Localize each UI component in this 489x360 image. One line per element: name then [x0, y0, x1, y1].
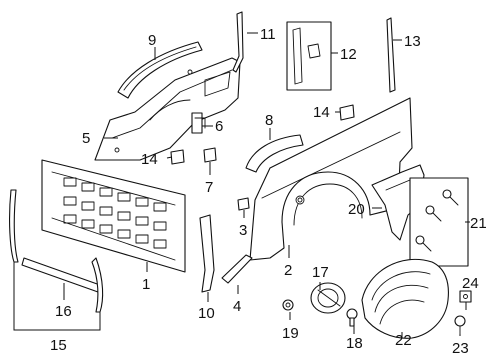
callout-9: 9: [148, 32, 156, 49]
callout-2: 2: [284, 262, 292, 279]
part-15-seal-right: [91, 257, 104, 313]
callout-16: 16: [55, 303, 72, 320]
part-4-strip: [221, 254, 253, 284]
part-12-box: [286, 21, 332, 91]
part-21-bolt-c: [415, 235, 432, 252]
part-10-pillar: [199, 214, 215, 293]
part-14-patch-right: [339, 104, 355, 121]
part-17-fuel-door: [310, 282, 346, 314]
part-1-front-panel: [41, 159, 186, 273]
part-16-sill: [21, 257, 101, 293]
part-18-bolt: [346, 308, 358, 327]
callout-18: 18: [346, 335, 363, 352]
callout-6: 6: [215, 118, 223, 135]
callout-14-right: 14: [313, 104, 330, 121]
front-panel-ribs: [63, 177, 167, 249]
part-6-bracket: [191, 112, 206, 134]
part-9-rail: [117, 41, 203, 99]
part-22-liner: [361, 258, 449, 339]
callout-21: 21: [470, 215, 487, 232]
part-5-inner-panel: [94, 57, 241, 161]
part-11-pillar: [232, 11, 244, 73]
callout-19: 19: [282, 325, 299, 342]
leader-lines: [13, 32, 470, 338]
callout-13: 13: [404, 33, 421, 50]
callout-24: 24: [462, 275, 479, 292]
callout-10: 10: [198, 305, 215, 322]
callout-17: 17: [312, 264, 329, 281]
callout-22: 22: [395, 332, 412, 349]
part-13-strip: [386, 17, 396, 93]
callout-1: 1: [142, 276, 150, 293]
callout-8: 8: [265, 112, 273, 129]
callout-3: 3: [239, 222, 247, 239]
part-23-pin: [454, 315, 466, 335]
part-21-bolt-b: [425, 205, 442, 222]
part-14-patch-left: [170, 149, 185, 165]
callout-4: 4: [233, 298, 241, 315]
callout-11: 11: [260, 26, 276, 43]
callout-20: 20: [348, 201, 365, 218]
callout-23: 23: [452, 340, 469, 357]
part-24-clip: [459, 290, 472, 303]
part-8-flare: [245, 134, 304, 173]
callout-12: 12: [340, 46, 357, 63]
part-21-hardware-box: [409, 177, 469, 267]
callout-5: 5: [82, 130, 90, 147]
part-19-fastener: [282, 299, 294, 311]
callout-14-left: 14: [141, 151, 158, 168]
callout-7: 7: [205, 179, 213, 196]
callout-15: 15: [50, 337, 67, 354]
part-7-bracket: [203, 147, 217, 163]
part-3-clip: [237, 197, 250, 211]
part-21-bolt-a: [442, 189, 459, 206]
part-15-seal-left: [9, 189, 19, 263]
